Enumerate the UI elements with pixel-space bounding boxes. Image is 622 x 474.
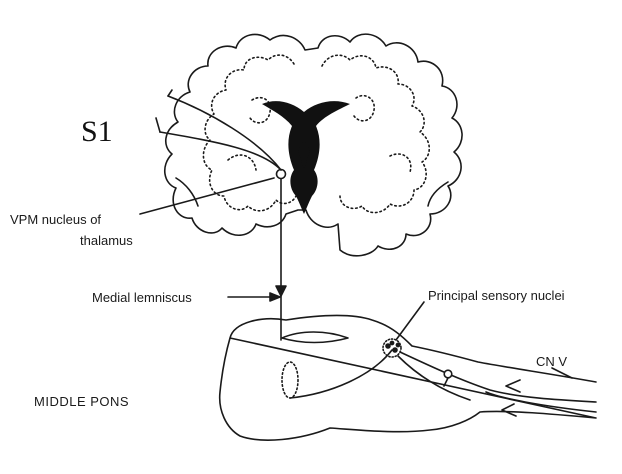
lemniscus-leader-arrow (269, 292, 281, 302)
vpm-leader (139, 177, 275, 215)
principal-sensory-label: Principal sensory nuclei (428, 288, 565, 303)
ganglion-cell (443, 369, 453, 379)
cn-v-label: CN V (536, 354, 568, 369)
cn-v-leader (551, 367, 573, 379)
middle-pons-label: MIDDLE PONS (34, 394, 130, 409)
s1-label: S1 (81, 115, 113, 148)
right-cortex-dotted (321, 54, 431, 214)
medial-lemniscus-label: Medial lemniscus (92, 290, 192, 305)
principal-leader (395, 301, 425, 341)
left-cortex-dotted (202, 54, 297, 212)
principal-sensory-nucleus (382, 338, 402, 358)
vpm-label-line1: VPM nucleus of (10, 212, 102, 227)
vpm-label-line2: thalamus (80, 233, 133, 248)
lemniscus-arrow (275, 285, 287, 297)
pons-outline (218, 314, 597, 441)
brain-outline (164, 33, 463, 257)
cn-v-nerve (399, 351, 597, 403)
vpm-neuron (275, 168, 287, 180)
